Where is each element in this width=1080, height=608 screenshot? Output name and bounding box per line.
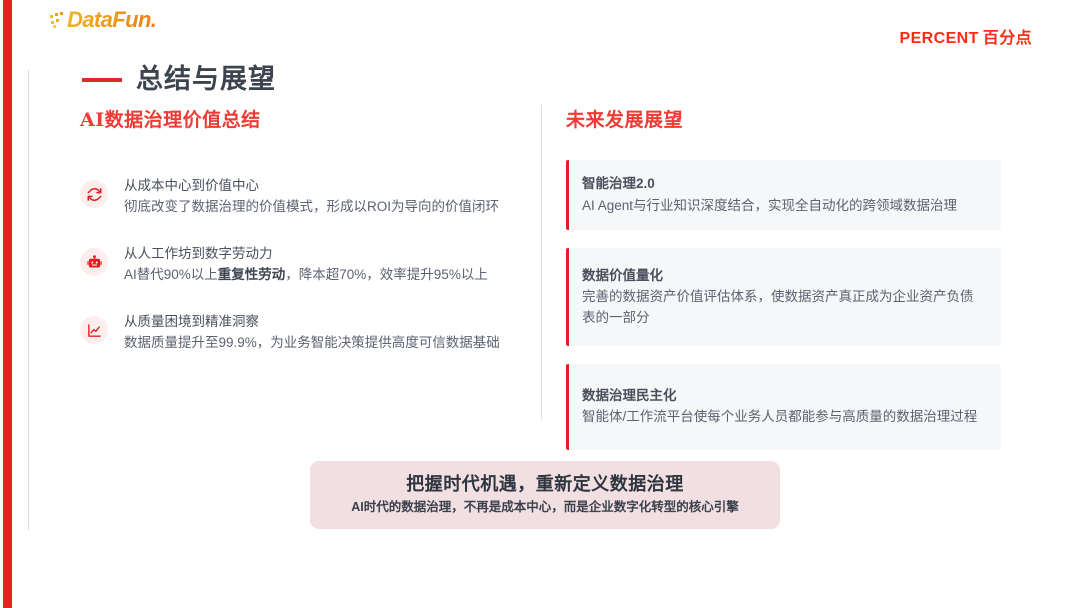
list-item-desc-text: 数据质量提升至99.9%，为业务智能决策提供高度可信数据基础 — [124, 334, 500, 350]
sync-refresh-icon — [80, 180, 108, 208]
outlook-card-title: 数据价值量化 — [582, 267, 663, 283]
outlook-card: 智能治理2.0 AI Agent与行业知识深度结合，实现全自动化的跨领域数据治理 — [566, 160, 1001, 230]
conclusion-banner-title: 把握时代机遇，重新定义数据治理 — [406, 474, 684, 494]
list-item-desc-prefix: AI替代90%以上 — [124, 266, 218, 282]
list-item-desc-emphasis: 重复性劳动 — [217, 266, 286, 282]
datafun-logo: DataFun. — [50, 7, 157, 32]
right-section-heading: 未来发展展望 — [566, 109, 684, 131]
partner-brand-cn: 百分点 — [982, 30, 1032, 47]
outlook-card-desc: AI Agent与行业知识深度结合，实现全自动化的跨领域数据治理 — [582, 197, 958, 213]
list-item-desc-text: 彻底改变了数据治理的价值模式，形成以ROI为导向的价值闭环 — [124, 198, 499, 214]
page-title: 总结与展望 — [136, 64, 276, 96]
conclusion-banner-subtitle: AI时代的数据治理，不再是成本中心，而是企业数字化转型的核心引擎 — [351, 500, 739, 515]
list-item: 从质量困境到精准洞察 数据质量提升至99.9%，为业务智能决策提供高度可信数据基… — [80, 312, 520, 352]
outlook-card: 数据治理民主化 智能体/工作流平台使每个业务人员都能参与高质量的数据治理过程 — [566, 363, 1001, 450]
slide-title-row: 总结与展望 — [82, 48, 276, 111]
outlook-card-title: 数据治理民主化 — [582, 387, 677, 403]
logo-text: DataFun. — [67, 7, 157, 32]
list-item: 从人工作坊到数字劳动力 AI替代90%以上重复性劳动，降本超70%，效率提升95… — [80, 244, 520, 284]
list-item-desc-suffix: ，降本超70%，效率提升95%以上 — [285, 266, 488, 282]
list-item-body: 从成本中心到价值中心 彻底改变了数据治理的价值模式，形成以ROI为导向的价值闭环 — [124, 176, 499, 216]
list-item: 从成本中心到价值中心 彻底改变了数据治理的价值模式，形成以ROI为导向的价值闭环 — [80, 176, 520, 216]
left-edge-accent-bar — [3, 0, 12, 608]
list-item-title: 从人工作坊到数字劳动力 — [124, 246, 273, 262]
list-item-body: 从人工作坊到数字劳动力 AI替代90%以上重复性劳动，降本超70%，效率提升95… — [124, 244, 488, 284]
left-column: AI数据治理价值总结 从成本中心到价值中心 彻底改变了数据治理的价值模式，形成以… — [80, 105, 520, 380]
list-item-title: 从质量困境到精准洞察 — [124, 314, 259, 330]
right-column: 未来发展展望 智能治理2.0 AI Agent与行业知识深度结合，实现全自动化的… — [566, 105, 1001, 468]
outlook-card-desc: 智能体/工作流平台使每个业务人员都能参与高质量的数据治理过程 — [582, 409, 978, 425]
outlook-card-desc: 完善的数据资产价值评估体系，使数据资产真正成为企业资产负债表的一部分 — [582, 289, 974, 325]
dot-grid-icon — [50, 12, 66, 28]
partner-brand-en: PERCENT — [899, 30, 979, 47]
conclusion-banner: 把握时代机遇，重新定义数据治理 AI时代的数据治理，不再是成本中心，而是企业数字… — [310, 461, 780, 529]
list-item-body: 从质量困境到精准洞察 数据质量提升至99.9%，为业务智能决策提供高度可信数据基… — [124, 312, 500, 352]
outlook-card-title: 智能治理2.0 — [582, 176, 655, 191]
robot-icon — [80, 248, 108, 277]
column-divider — [541, 105, 542, 420]
list-item-title: 从成本中心到价值中心 — [124, 178, 259, 193]
title-dash-icon — [82, 77, 122, 82]
list-item-desc: 数据质量提升至99.9%，为业务智能决策提供高度可信数据基础 — [124, 333, 500, 353]
list-item-desc: AI替代90%以上重复性劳动，降本超70%，效率提升95%以上 — [124, 265, 488, 285]
left-section-heading: AI数据治理价值总结 — [80, 109, 261, 131]
line-chart-icon — [80, 316, 108, 345]
list-item-desc: 彻底改变了数据治理的价值模式，形成以ROI为导向的价值闭环 — [124, 197, 499, 217]
outlook-card: 数据价值量化 完善的数据资产价值评估体系，使数据资产真正成为企业资产负债表的一部… — [566, 247, 1001, 346]
left-vertical-rule — [28, 70, 29, 530]
